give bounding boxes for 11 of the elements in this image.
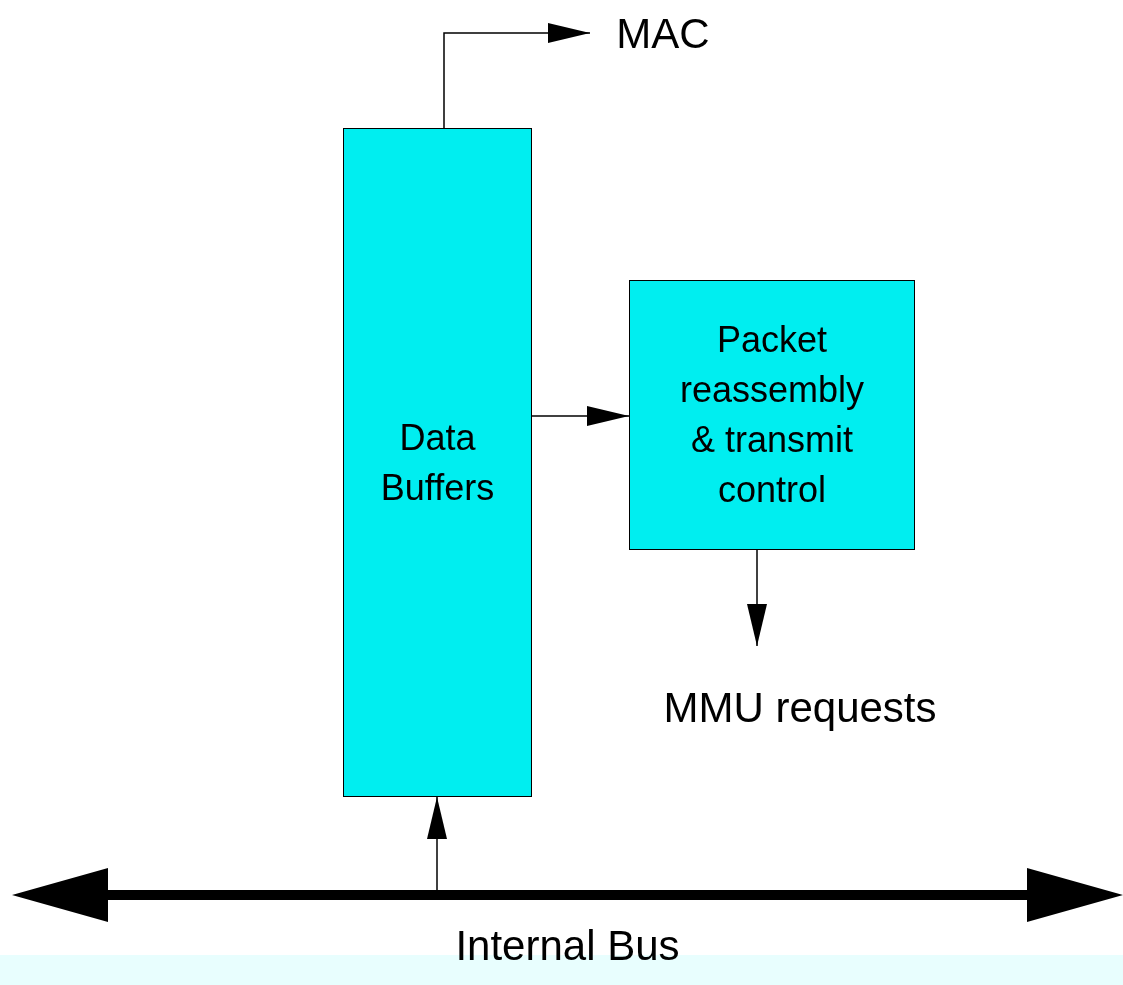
arrow [531, 406, 630, 426]
arrow [443, 23, 591, 129]
box-label: Packet reassembly & transmit control [678, 318, 866, 512]
box-label: Data Buffers [379, 415, 496, 510]
bus-label: Internal Bus [455, 922, 680, 970]
process-box [629, 280, 915, 550]
process-box [343, 128, 532, 797]
arrow [747, 549, 767, 647]
text-label: MMU requests [663, 684, 937, 732]
text-label: MAC [616, 10, 710, 58]
arrow [427, 796, 447, 891]
